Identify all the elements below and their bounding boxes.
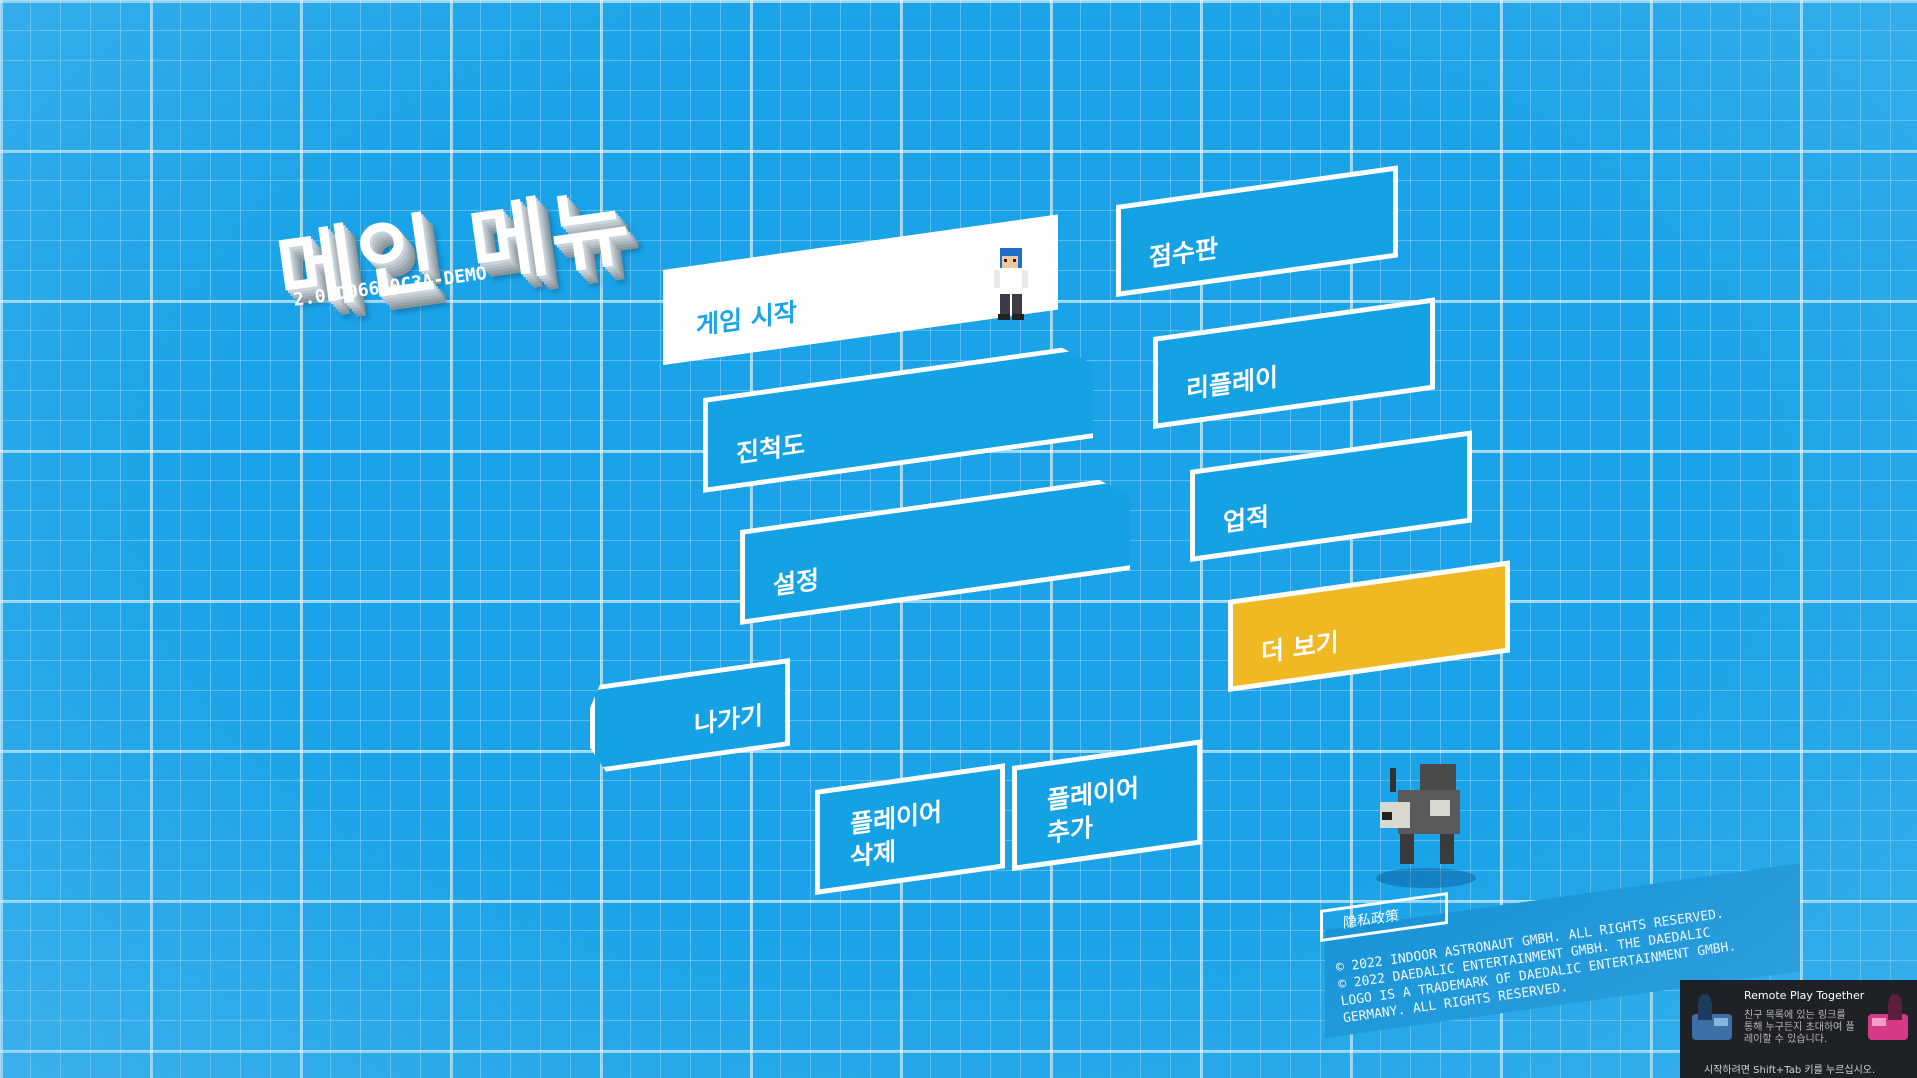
start-game-label: 게임 시작	[696, 297, 797, 341]
remote-play-toast[interactable]: Remote Play Together 친구 목록에 있는 링크를 통해 누구…	[1680, 980, 1917, 1078]
progress-label: 진척도	[736, 429, 806, 469]
player-character-icon	[994, 248, 1028, 320]
robot-dog-icon	[1376, 764, 1476, 888]
remote-play-right-icon	[1868, 994, 1908, 1040]
leaderboard-label: 점수판	[1149, 233, 1219, 273]
settings-button[interactable]: 설정	[740, 475, 1130, 625]
leaderboard-button[interactable]: 점수판	[1116, 165, 1398, 297]
settings-label: 설정	[773, 565, 820, 601]
progress-button[interactable]: 진척도	[703, 343, 1093, 493]
more-button[interactable]: 더 보기	[1228, 560, 1510, 692]
more-label: 더 보기	[1261, 627, 1339, 668]
exit-label: 나가기	[693, 700, 763, 740]
replay-label: 리플레이	[1186, 362, 1279, 405]
exit-button[interactable]: 나가기	[590, 658, 790, 774]
remote-play-left-icon	[1692, 994, 1732, 1040]
toast-body: 친구 목록에 있는 링크를 통해 누구든지 초대하여 플레이할 수 있습니다.	[1744, 1010, 1855, 1045]
replay-button[interactable]: 리플레이	[1153, 297, 1435, 429]
achievements-button[interactable]: 업적	[1190, 430, 1472, 562]
privacy-policy-label: 隐私政策	[1343, 907, 1399, 932]
toast-footer: 시작하려면 Shift+Tab 키를 누르십시오.	[1704, 1065, 1876, 1076]
achievements-label: 업적	[1223, 502, 1270, 538]
toast-title: Remote Play Together	[1744, 989, 1865, 1002]
